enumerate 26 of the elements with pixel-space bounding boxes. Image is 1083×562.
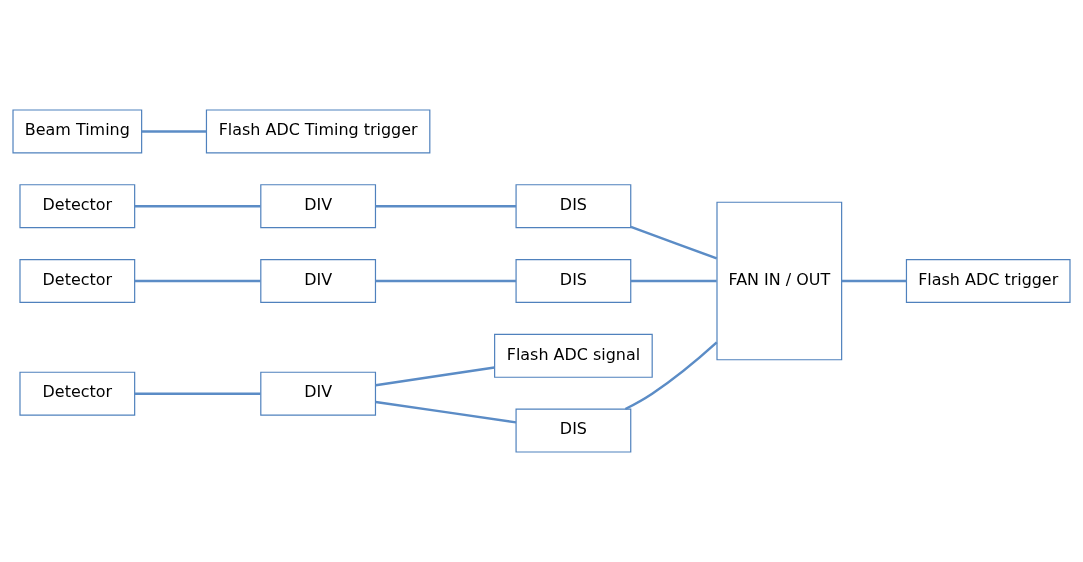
connector <box>630 279 717 283</box>
node-box: Detector <box>19 371 136 416</box>
connector <box>624 341 718 411</box>
connector <box>375 204 517 208</box>
connector <box>134 204 261 208</box>
node-box: DIV <box>260 371 377 416</box>
node-box: DIV <box>260 184 377 229</box>
node-box: DIS <box>515 258 632 304</box>
connector <box>134 392 261 395</box>
node-box: Flash ADC trigger <box>905 258 1071 304</box>
node-box: Flash ADC signal <box>494 333 653 378</box>
connector <box>375 279 517 283</box>
connector <box>375 400 517 424</box>
connector <box>134 279 261 283</box>
node-box: FAN IN / OUT <box>716 201 843 361</box>
node-box: Beam Timing <box>12 109 143 154</box>
connector <box>375 366 495 387</box>
node-box: DIS <box>515 408 632 453</box>
connector <box>630 225 718 260</box>
node-box: DIS <box>515 184 632 229</box>
node-box: DIV <box>260 258 377 304</box>
node-box: Detector <box>19 258 136 304</box>
connector <box>841 279 907 283</box>
connector <box>141 130 207 133</box>
node-box: Flash ADC Timing trigger <box>205 109 431 154</box>
node-box: Detector <box>19 184 136 229</box>
